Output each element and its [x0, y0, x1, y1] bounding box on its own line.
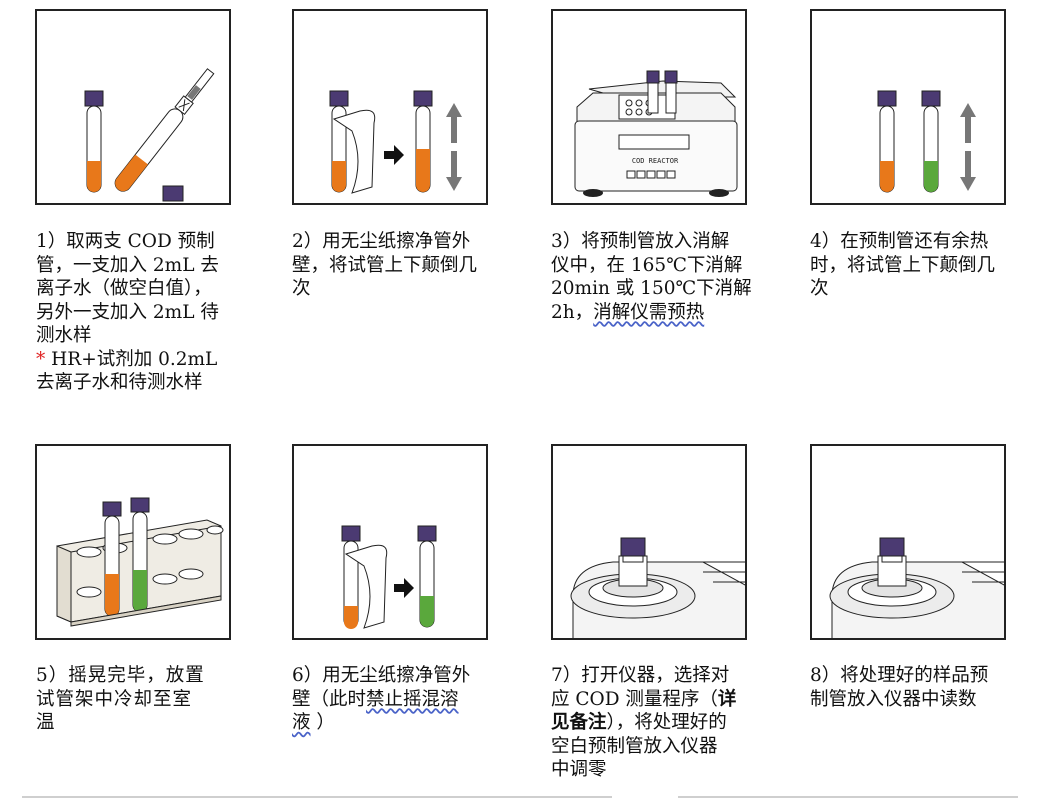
caption-line: 2h，消解仪需预热	[551, 301, 705, 323]
caption-line: 次	[292, 278, 311, 299]
caption-line: 测水样	[36, 325, 92, 346]
caption-line: 次	[810, 278, 829, 299]
caption-line: 液 ）	[292, 712, 335, 733]
caption-line: 7）打开仪器，选择对	[551, 665, 730, 686]
bold-text: 详	[717, 688, 737, 710]
caption-line: 壁，将试管上下颠倒几	[292, 254, 478, 276]
instrument-zero-illustration	[570, 537, 745, 638]
highlight-text: 消解仪需预热	[593, 301, 705, 323]
caption-line: 仪中，在 165℃下消解	[551, 254, 743, 276]
up-down-arrow-icon	[446, 103, 462, 191]
highlight-text: 禁止摇混溶	[366, 688, 459, 710]
caption-line: 管，一支加入 2mL 去	[36, 254, 219, 276]
step-1-caption: 1）取两支 COD 预制 管，一支加入 2mL 去 离子水（做空白值）， 另外一…	[36, 230, 246, 395]
caption-line: 3）将预制管放入消解	[551, 231, 730, 252]
tilted-tube	[114, 68, 215, 192]
caption-line: 6）用无尘纸擦净管外	[292, 665, 471, 686]
caption-line: 离子水（做空白值），	[36, 278, 212, 299]
caption-line: 试管架中冷却至室	[36, 688, 193, 710]
loose-cap	[162, 185, 184, 202]
caption-line: 空白预制管放入仪器	[551, 735, 718, 757]
caption-line: 20min 或 150℃下消解	[551, 278, 752, 299]
orange-liquid	[87, 161, 101, 192]
step-5-image	[35, 444, 231, 640]
footer-divider	[22, 796, 612, 798]
caption-line: 8）将处理好的样品预	[810, 665, 989, 686]
reactor-label: COD REACTOR	[632, 157, 679, 165]
display-window	[618, 134, 690, 150]
step-2-image	[292, 9, 488, 205]
asterisk-mark: *	[36, 348, 46, 370]
caption-line: 温	[36, 712, 56, 733]
tubes-pipette-illustration	[84, 68, 215, 202]
tube-rack-illustration	[56, 497, 224, 627]
up-down-arrow-icon	[960, 103, 976, 191]
caption-line: 中调零	[551, 759, 607, 780]
caption-line: 4）在预制管还有余热	[810, 231, 989, 252]
step-7-caption: 7）打开仪器，选择对 应 COD 测量程序（详 见备注），将处理好的 空白预制管…	[551, 664, 761, 782]
step-8-caption: 8）将处理好的样品预 制管放入仪器中读数	[810, 664, 1020, 711]
caption-line: 见备注），将处理好的	[551, 712, 727, 733]
tube-cap	[84, 90, 104, 107]
step-4-image	[810, 9, 1006, 205]
wipe-tube-illustration	[341, 525, 437, 629]
step-1-image	[35, 9, 231, 205]
step-6-caption: 6）用无尘纸擦净管外 壁（此时禁止摇混溶 液 ）	[292, 664, 502, 735]
note-line: * HR+试剂加 0.2mL	[36, 348, 218, 370]
wipe-tube-illustration	[329, 90, 462, 194]
arrow-right-icon	[384, 145, 404, 165]
footer-divider	[678, 796, 1018, 798]
step-8-image	[810, 444, 1006, 640]
caption-line: 时，将试管上下颠倒几	[810, 254, 996, 276]
invert-tubes-illustration	[877, 90, 976, 193]
caption-line: 1）取两支 COD 预制	[36, 231, 215, 252]
caption-line: 另外一支加入 2mL 待	[36, 301, 219, 323]
cod-reactor-illustration: COD REACTOR	[574, 70, 738, 197]
step-3-caption: 3）将预制管放入消解 仪中，在 165℃下消解 20min 或 150℃下消解 …	[551, 230, 761, 324]
caption-line: 2）用无尘纸擦净管外	[292, 231, 471, 252]
reactor-buttons	[626, 170, 676, 179]
highlight-text: 液	[292, 712, 311, 733]
caption-line: 壁（此时禁止摇混溶	[292, 688, 459, 710]
step-2-caption: 2）用无尘纸擦净管外 壁，将试管上下颠倒几 次	[292, 230, 502, 301]
arrow-right-icon	[394, 578, 414, 598]
caption-line: 制管放入仪器中读数	[810, 688, 977, 710]
step-7-image	[551, 444, 747, 640]
step-4-caption: 4）在预制管还有余热 时，将试管上下颠倒几 次	[810, 230, 1020, 301]
step-6-image	[292, 444, 488, 640]
instrument-read-illustration	[829, 537, 1004, 638]
step-3-image: COD REACTOR	[551, 9, 747, 205]
note-line: 去离子水和待测水样	[36, 372, 203, 393]
step-5-caption: 5）摇晃完毕，放置 试管架中冷却至室 温	[36, 664, 246, 735]
bold-text: 见备注	[551, 712, 607, 733]
caption-line: 5）摇晃完毕，放置	[36, 665, 205, 686]
caption-line: 应 COD 测量程序（详	[551, 688, 737, 710]
